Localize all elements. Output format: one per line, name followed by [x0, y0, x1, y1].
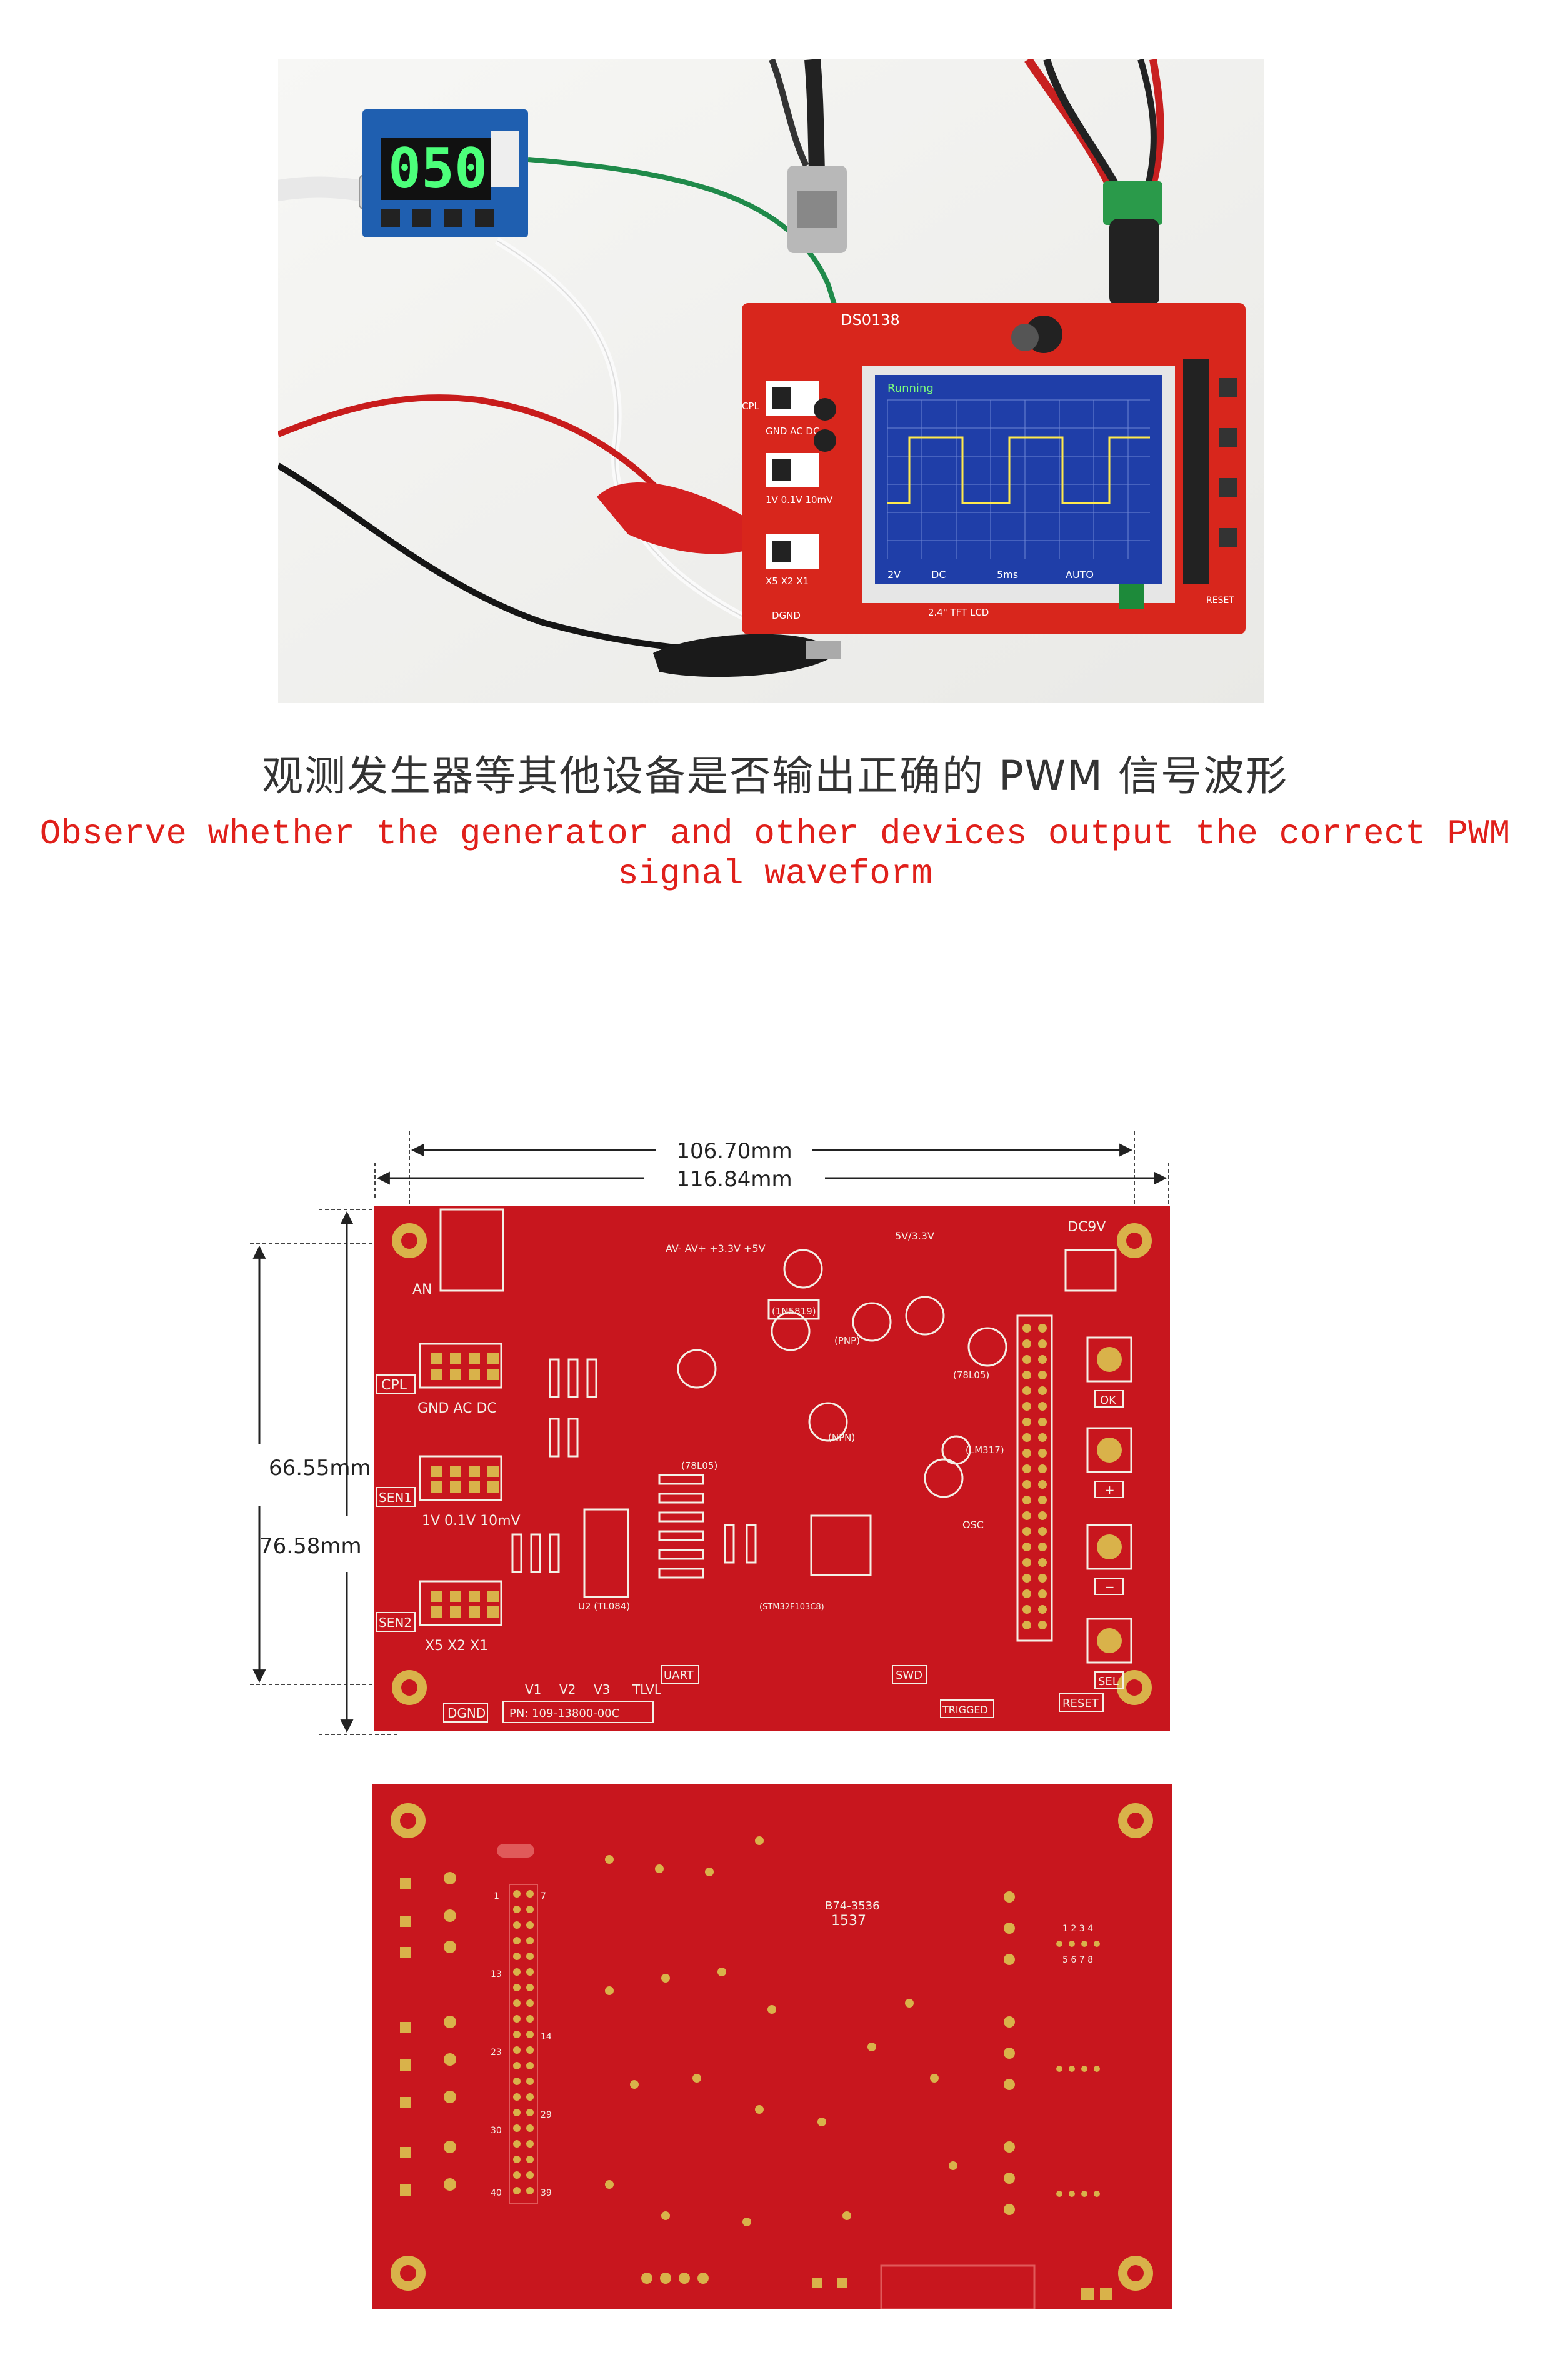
svg-text:GND AC DC: GND AC DC: [766, 426, 819, 437]
svg-text:AV- AV+ +3.3V +5V: AV- AV+ +3.3V +5V: [666, 1242, 766, 1254]
svg-text:OK: OK: [1100, 1394, 1117, 1407]
pcb-back: 1 7 13 14 23 29 30 39 40 B74-3536 1537 1…: [372, 1784, 1172, 2309]
svg-text:DGND: DGND: [448, 1706, 486, 1721]
svg-text:SEN1: SEN1: [379, 1490, 412, 1505]
svg-text:PN: 109-13800-00C: PN: 109-13800-00C: [509, 1707, 619, 1720]
pwm-generator-board: 050: [362, 109, 528, 238]
svg-text:TLVL: TLVL: [632, 1682, 662, 1697]
dso138-board: DS0138 GND AC DC 1V 0.1V 10mV X5 X2 X1 C…: [742, 303, 1246, 634]
svg-text:(LM317): (LM317): [966, 1444, 1004, 1456]
svg-text:DGND: DGND: [772, 610, 801, 621]
svg-text:DS0138: DS0138: [841, 311, 900, 329]
product-photo: 050 DS0138 GND AC DC 1V 0.1V 10mV X5 X2 …: [278, 59, 1264, 703]
svg-text:X5 X2 X1: X5 X2 X1: [425, 1638, 488, 1654]
svg-text:(1N5819): (1N5819): [772, 1306, 816, 1317]
svg-text:1 2 3 4: 1 2 3 4: [1062, 1924, 1093, 1934]
dim-inner-height: 66.55mm: [269, 1456, 371, 1481]
svg-text:1537: 1537: [831, 1913, 866, 1929]
caption-chinese: 观测发生器等其他设备是否输出正确的 PWM 信号波形: [262, 752, 1288, 800]
svg-text:13: 13: [491, 1969, 502, 1979]
svg-text:V3: V3: [594, 1682, 610, 1697]
svg-text:29: 29: [541, 2110, 552, 2120]
svg-text:40: 40: [491, 2188, 502, 2198]
svg-text:(78L05): (78L05): [681, 1460, 718, 1471]
svg-text:SWD: SWD: [896, 1669, 922, 1682]
svg-text:050: 050: [388, 136, 488, 201]
svg-text:V2: V2: [559, 1682, 576, 1697]
svg-text:(78L05): (78L05): [953, 1369, 989, 1381]
svg-text:7: 7: [541, 1891, 546, 1901]
svg-text:UART: UART: [664, 1669, 694, 1682]
svg-text:TRIGGED: TRIGGED: [942, 1704, 988, 1716]
svg-text:+: +: [1104, 1482, 1115, 1498]
svg-text:X5 X2 X1: X5 X2 X1: [766, 576, 809, 587]
svg-text:DC: DC: [931, 569, 946, 581]
dim-inner-width: 106.70mm: [676, 1139, 792, 1164]
svg-text:(NPN): (NPN): [828, 1432, 855, 1443]
svg-text:GND AC DC: GND AC DC: [418, 1401, 497, 1416]
svg-text:(STM32F103C8): (STM32F103C8): [759, 1602, 824, 1612]
svg-text:SEL: SEL: [1098, 1675, 1119, 1688]
svg-text:RESET: RESET: [1206, 596, 1234, 606]
svg-text:5V/3.3V: 5V/3.3V: [895, 1230, 934, 1242]
svg-text:14: 14: [541, 2032, 552, 2042]
caption-english: Observe whether the generator and other …: [39, 814, 1511, 894]
pcb-front: AN CPL GND AC DC SEN1 1V 0.1V 10mV SEN2 …: [374, 1206, 1170, 1731]
pcb-dimension-drawing: 106.70mm 116.84mm 66.55mm 76.58mm AN: [250, 1131, 1170, 1735]
svg-text:CPL: CPL: [381, 1378, 408, 1393]
svg-text:V1: V1: [525, 1682, 541, 1697]
svg-text:AUTO: AUTO: [1066, 569, 1094, 581]
svg-text:B74-3536: B74-3536: [825, 1899, 880, 1912]
svg-text:CPL: CPL: [742, 401, 760, 412]
svg-text:23: 23: [491, 2048, 502, 2058]
svg-text:AN: AN: [412, 1282, 432, 1298]
svg-text:SEN2: SEN2: [379, 1615, 412, 1630]
svg-text:(PNP): (PNP): [834, 1335, 860, 1346]
svg-text:OSC: OSC: [962, 1519, 984, 1531]
svg-text:RESET: RESET: [1062, 1697, 1099, 1710]
svg-text:2V: 2V: [888, 569, 901, 581]
svg-text:1: 1: [494, 1891, 499, 1901]
svg-text:2.4" TFT LCD: 2.4" TFT LCD: [928, 607, 989, 618]
svg-text:1V 0.1V 10mV: 1V 0.1V 10mV: [422, 1513, 521, 1529]
dim-outer-width: 116.84mm: [676, 1167, 792, 1192]
svg-text:5ms: 5ms: [997, 569, 1018, 581]
svg-text:1V 0.1V 10mV: 1V 0.1V 10mV: [766, 494, 833, 506]
dim-outer-height: 76.58mm: [259, 1534, 362, 1559]
svg-text:Running: Running: [888, 382, 934, 395]
svg-text:30: 30: [491, 2126, 502, 2136]
svg-text:5 6 7 8: 5 6 7 8: [1062, 1955, 1093, 1965]
svg-text:−: −: [1104, 1579, 1115, 1594]
svg-text:U2 (TL084): U2 (TL084): [578, 1601, 630, 1612]
svg-text:DC9V: DC9V: [1068, 1219, 1106, 1235]
svg-text:39: 39: [541, 2188, 552, 2198]
